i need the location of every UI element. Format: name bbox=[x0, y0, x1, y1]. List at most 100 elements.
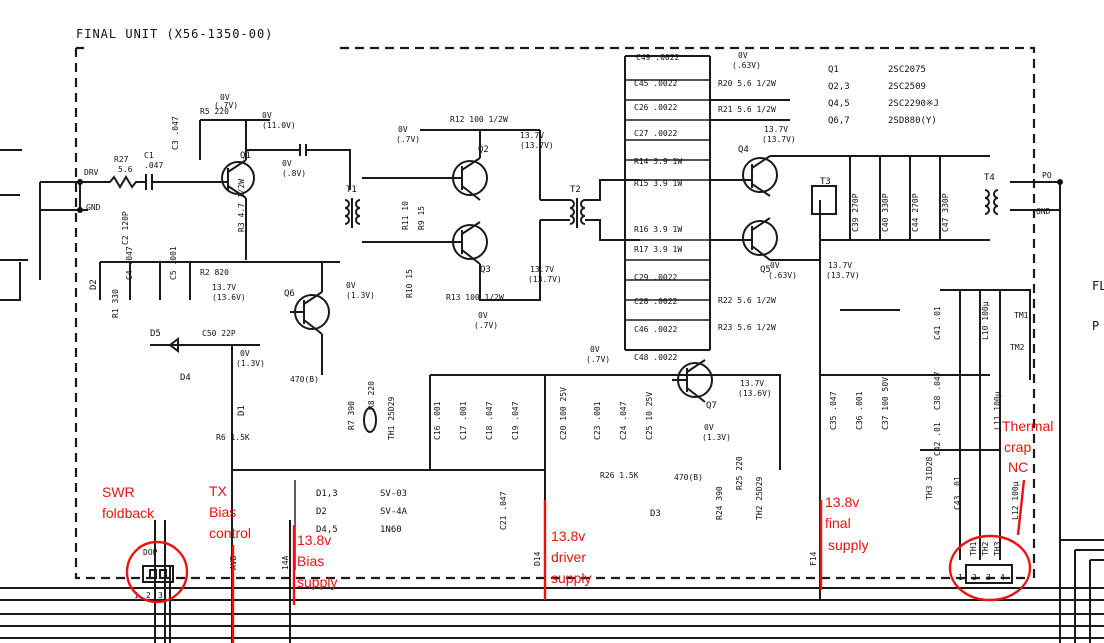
v-q7-base-tx: (.7V) bbox=[586, 355, 610, 364]
dt-d2-part: SV-4A bbox=[380, 507, 408, 517]
r22-label: R22 5.6 1/2W bbox=[718, 296, 776, 305]
v-q1-col: 0V bbox=[262, 111, 272, 120]
d5-label: D5 bbox=[150, 329, 161, 339]
r14-label: R14 3.9 1W bbox=[634, 157, 682, 166]
l12-label: L12 100μ bbox=[1011, 481, 1020, 520]
gnd-out-terminal: GND bbox=[1036, 207, 1051, 216]
input-section: DRV GND R27 5.6 C1 .047 C3 .047 C2 120P bbox=[39, 116, 200, 245]
r5-label: R5 220 bbox=[200, 107, 229, 116]
c3-label: C3 .047 bbox=[171, 116, 180, 150]
swr-pin2: 2 bbox=[146, 591, 151, 600]
r2-label: R2 820 bbox=[200, 268, 229, 277]
therm-pin3: 3 bbox=[986, 573, 991, 582]
c49-label: C49 .0022 bbox=[636, 53, 680, 62]
r26-label: R26 1.5K bbox=[600, 471, 639, 480]
c42-label: C42 .01 bbox=[933, 422, 942, 456]
tt-q67-part: 2SD880(Y) bbox=[888, 116, 937, 126]
r7-label: R7 390 bbox=[347, 401, 356, 430]
d3-label: D3 bbox=[650, 509, 661, 519]
r20-label: R20 5.6 1/2W bbox=[718, 79, 776, 88]
r15-label: R15 3.9 1W bbox=[634, 179, 682, 188]
swr-conn-label: DOP bbox=[143, 548, 158, 557]
c44-label: C44 270P bbox=[911, 193, 920, 232]
v-q7-emit-tx: (1.3V) bbox=[702, 433, 731, 442]
therm-pin2: 2 bbox=[972, 573, 977, 582]
r6-label: R6 1.5K bbox=[216, 433, 250, 442]
v-t2-ct-tx: (13.7V) bbox=[528, 275, 562, 284]
c1-label: C1 bbox=[144, 151, 154, 160]
annotation-markers bbox=[125, 479, 1032, 643]
annotation-swr: SWR foldback bbox=[102, 484, 155, 521]
v-q4-col-tx: (13.7V) bbox=[762, 135, 796, 144]
tt-q45-ref: Q4,5 bbox=[828, 99, 850, 109]
c43-label: C43 .01 bbox=[953, 476, 962, 510]
v-q3-base: 0V bbox=[478, 311, 488, 320]
annotations: SWR foldback TX Bias control 13.8v Bias … bbox=[102, 418, 1053, 590]
r21-label: R21 5.6 1/2W bbox=[718, 105, 776, 114]
c24-label: C24 .047 bbox=[619, 401, 628, 440]
c26-label: C26 .0022 bbox=[634, 103, 678, 112]
vr1-label: 470(B) bbox=[290, 375, 319, 384]
c37-label: C37 100 50V bbox=[881, 377, 890, 430]
v-q4-col: 13.7V bbox=[764, 125, 788, 134]
final-stage: Q4 Q5 R20 5.6 1/2W R21 5.6 1/2W R22 5.6 … bbox=[710, 51, 860, 332]
v-q7-emit: 0V bbox=[704, 423, 714, 432]
tt-q23-ref: Q2,3 bbox=[828, 82, 850, 92]
therm-th1: TH1 bbox=[969, 541, 978, 556]
q7-label: Q7 bbox=[706, 401, 717, 411]
c48-label: C48 .0022 bbox=[634, 353, 678, 362]
bus-f14: F14 bbox=[809, 551, 818, 566]
r3-label: R3 4.7 1/2W bbox=[237, 179, 246, 232]
po-terminal: PO bbox=[1042, 171, 1052, 180]
dt-d45-ref: D4,5 bbox=[316, 525, 338, 535]
v-q6-col-tx: (1.3V) bbox=[346, 291, 375, 300]
d2-label: D2 bbox=[89, 279, 99, 290]
th2-label: TH2 25D29 bbox=[755, 476, 764, 520]
q4-label: Q4 bbox=[738, 145, 749, 155]
tt-q23-part: 2SC2509 bbox=[888, 82, 926, 92]
t4-label: T4 bbox=[984, 173, 995, 183]
annotation-tx-bias: TX Bias control bbox=[209, 483, 251, 541]
c36-label: C36 .001 bbox=[855, 391, 864, 430]
dt-d2-ref: D2 bbox=[316, 507, 327, 517]
c18-label: C18 .047 bbox=[485, 401, 494, 440]
v-q1-emit: 0V bbox=[282, 159, 292, 168]
c2-label: C2 120P bbox=[121, 211, 130, 245]
t3-label: T3 bbox=[820, 177, 831, 187]
q1-label: Q1 bbox=[240, 151, 251, 161]
c5-label: C5 .001 bbox=[169, 246, 178, 280]
left-edge-bus bbox=[0, 149, 1104, 639]
tt-q1-ref: Q1 bbox=[828, 65, 839, 75]
therm-pin4: 4 bbox=[1000, 573, 1005, 582]
r27-value: 5.6 bbox=[118, 165, 133, 174]
t2-label: T2 bbox=[570, 185, 581, 195]
tt-q67-ref: Q6,7 bbox=[828, 116, 850, 126]
therm-pin1: 1 bbox=[958, 573, 963, 582]
bias-control: Q6 0V (1.3V) 0V (1.3V) D5 C50 22P D4 D1 … bbox=[150, 262, 545, 471]
bus-d14: D14 bbox=[533, 551, 542, 566]
v-q1-col-tx: (11.0V) bbox=[262, 121, 296, 130]
th1-label: TH1 25D29 bbox=[387, 396, 396, 440]
v-q2-base: 0V bbox=[398, 125, 408, 134]
v-bias-out: 13.7V bbox=[212, 283, 236, 292]
c20-label: C20 100 25V bbox=[559, 387, 568, 440]
v-q6-col: 0V bbox=[346, 281, 356, 290]
c16-label: C16 .001 bbox=[433, 401, 442, 440]
r23-label: R23 5.6 1/2W bbox=[718, 323, 776, 332]
v-q2-base-tx: (.7V) bbox=[396, 135, 420, 144]
drv-terminal: DRV bbox=[84, 168, 99, 177]
q5-label: Q5 bbox=[760, 265, 771, 275]
th3-label: TH3 31D28 bbox=[925, 456, 934, 500]
v-q4-base: 0V bbox=[738, 51, 748, 60]
v-q5-base: 0V bbox=[770, 261, 780, 270]
tm1-label: TM1 bbox=[1014, 311, 1029, 320]
annotation-driver-supply: 13.8v driver supply bbox=[551, 528, 591, 586]
c39-label: C39 270P bbox=[851, 193, 860, 232]
c27-label: C27 .0022 bbox=[634, 129, 678, 138]
dt-d45-part: 1N60 bbox=[380, 525, 402, 535]
dt-d13-ref: D1,3 bbox=[316, 489, 338, 499]
c19-label: C19 .047 bbox=[511, 401, 520, 440]
q3-label: Q3 bbox=[480, 265, 491, 275]
l10-label: L10 100μ bbox=[981, 301, 990, 340]
